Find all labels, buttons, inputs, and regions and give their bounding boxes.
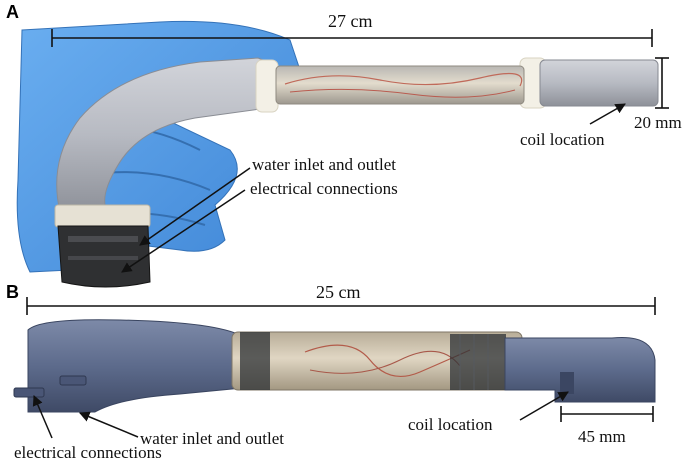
coil-tip bbox=[539, 59, 659, 107]
electrical-arrow-a bbox=[121, 189, 246, 273]
panel-letter-a: A bbox=[6, 2, 19, 22]
water-label-a: water inlet and outlet bbox=[252, 155, 396, 174]
water-arrow-b bbox=[79, 411, 139, 438]
transparent-tube bbox=[275, 65, 525, 105]
port-tube bbox=[59, 375, 87, 386]
internal-wire bbox=[289, 88, 516, 98]
diameter-dimension-a bbox=[655, 57, 669, 109]
connector-ridge bbox=[68, 256, 138, 260]
width-dimension-b bbox=[560, 406, 654, 422]
water-label-b: water inlet and outlet bbox=[140, 429, 284, 448]
length-label-a: 27 cm bbox=[328, 11, 373, 31]
sealant-ring bbox=[255, 59, 279, 113]
electrical-label-a: electrical connections bbox=[250, 179, 398, 198]
length-dimension-b bbox=[26, 297, 656, 315]
coil-arrow-b bbox=[519, 391, 569, 421]
coil-label-a: coil location bbox=[520, 130, 605, 149]
internal-wire bbox=[284, 72, 523, 87]
tube-rings bbox=[450, 334, 506, 390]
water-arrow-a bbox=[139, 167, 251, 246]
white-cap bbox=[54, 204, 151, 228]
panel-letter-b: B bbox=[6, 282, 19, 302]
panel-a-photo bbox=[16, 20, 659, 288]
panel-b-photo bbox=[13, 319, 656, 413]
port-tube bbox=[13, 387, 45, 398]
blue-probe-handle bbox=[27, 319, 243, 413]
coil-label-b: coil location bbox=[408, 415, 493, 434]
length-label-b: 25 cm bbox=[316, 282, 361, 302]
tube-rings bbox=[240, 332, 270, 390]
electrical-label-b: electrical connections bbox=[14, 443, 162, 462]
connector-ridge bbox=[68, 236, 138, 242]
diameter-label-a: 20 mm bbox=[634, 113, 682, 132]
internal-wire bbox=[304, 344, 471, 378]
coil-arrow-a bbox=[589, 103, 626, 125]
width-label-b: 45 mm bbox=[578, 427, 626, 446]
internal-wire bbox=[309, 350, 461, 374]
tip-notch bbox=[560, 372, 574, 394]
electrical-arrow-b bbox=[32, 395, 53, 439]
blue-coil-tip bbox=[504, 336, 656, 403]
length-dimension-a bbox=[51, 29, 653, 47]
